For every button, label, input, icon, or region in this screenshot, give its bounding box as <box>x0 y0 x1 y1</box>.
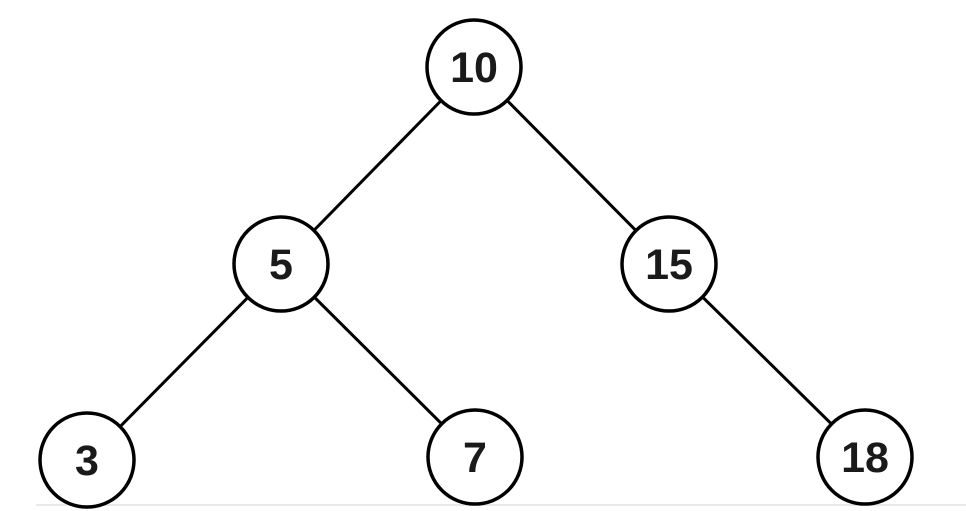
tree-node-label-18: 18 <box>841 434 889 482</box>
tree-node-18: 18 <box>816 408 914 506</box>
tree-node-5: 5 <box>232 215 330 313</box>
tree-node-circle-18 <box>816 408 914 506</box>
tree-node-3: 3 <box>38 411 136 509</box>
tree-node-label-3: 3 <box>75 437 99 485</box>
tree-node-circle-7 <box>426 408 524 506</box>
tree-node-label-7: 7 <box>463 434 487 482</box>
tree-node-7: 7 <box>426 408 524 506</box>
tree-node-circle-3 <box>38 411 136 509</box>
tree-node-label-15: 15 <box>645 241 693 289</box>
tree-node-circle-10 <box>425 18 523 116</box>
tree-node-label-10: 10 <box>450 44 498 92</box>
tree-node-circle-5 <box>232 215 330 313</box>
tree-node-15: 15 <box>620 215 718 313</box>
tree-node-circle-15 <box>620 215 718 313</box>
tree-node-10: 10 <box>425 18 523 116</box>
tree-node-label-5: 5 <box>269 241 293 289</box>
